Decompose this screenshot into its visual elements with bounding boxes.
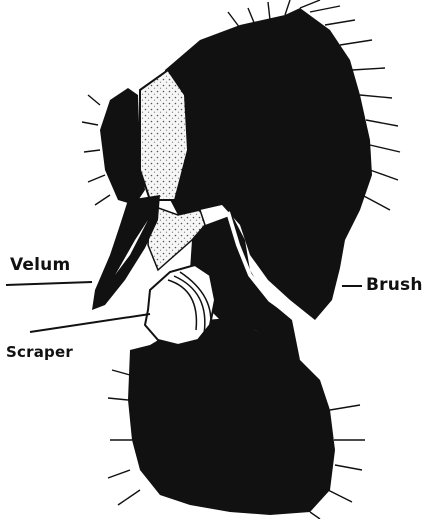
stippled-segment: [140, 70, 188, 200]
left-tuft: [100, 88, 145, 205]
scraper-label: Scraper: [6, 343, 73, 361]
brush-label: Brush: [366, 275, 423, 295]
lower-hairy-mass: [128, 318, 335, 515]
velum-label: Velum: [10, 255, 70, 275]
velum-leader: [6, 282, 92, 285]
scraper-leader: [30, 314, 150, 332]
